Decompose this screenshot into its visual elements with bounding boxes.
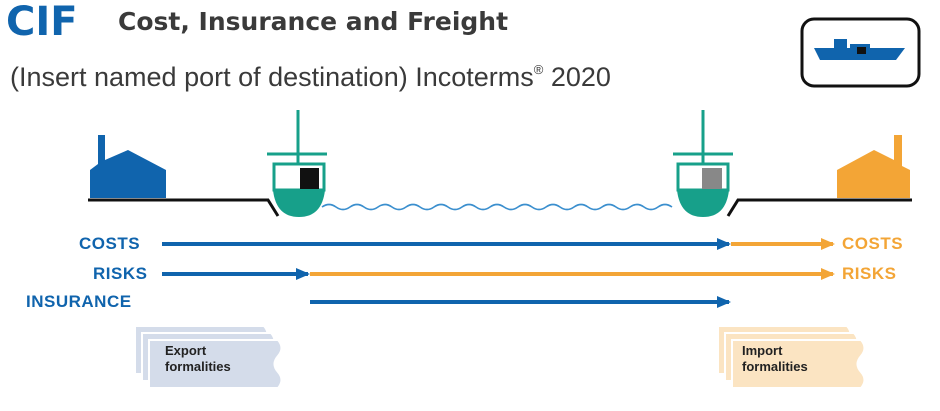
seller-factory-icon — [90, 135, 166, 198]
export-line1: Export — [165, 343, 207, 358]
export-formalities-label: Export formalities — [165, 343, 231, 375]
export-document-stack-icon — [134, 325, 283, 389]
insurance-seller-label: INSURANCE — [26, 292, 132, 311]
registered-mark: ® — [533, 62, 544, 77]
transport-mode-ship-icon — [800, 17, 921, 88]
costs-buyer-label: COSTS — [842, 234, 904, 253]
sea-wave — [321, 203, 673, 211]
import-line1: Import — [742, 343, 783, 358]
ground-lines — [88, 198, 912, 217]
arrival-ship-icon — [673, 110, 733, 217]
incoterm-name: Cost, Insurance and Freight — [118, 7, 509, 36]
diagram-subtitle: (Insert named port of destination) Incot… — [10, 54, 611, 95]
costs-seller-label: COSTS — [79, 234, 141, 253]
import-formalities-label: Import formalities — [742, 343, 808, 375]
import-line2: formalities — [742, 359, 808, 374]
subtitle-text: (Insert named port of destination) Incot… — [10, 62, 534, 92]
departure-ship-icon — [267, 110, 327, 217]
subtitle-year: 2020 — [550, 62, 611, 92]
risks-seller-label: RISKS — [93, 264, 148, 283]
incoterm-abbreviation: CIF — [6, 0, 78, 45]
export-line2: formalities — [165, 359, 231, 374]
buyer-factory-icon — [837, 135, 910, 198]
risks-buyer-label: RISKS — [842, 264, 897, 283]
import-document-stack-icon — [717, 325, 866, 389]
